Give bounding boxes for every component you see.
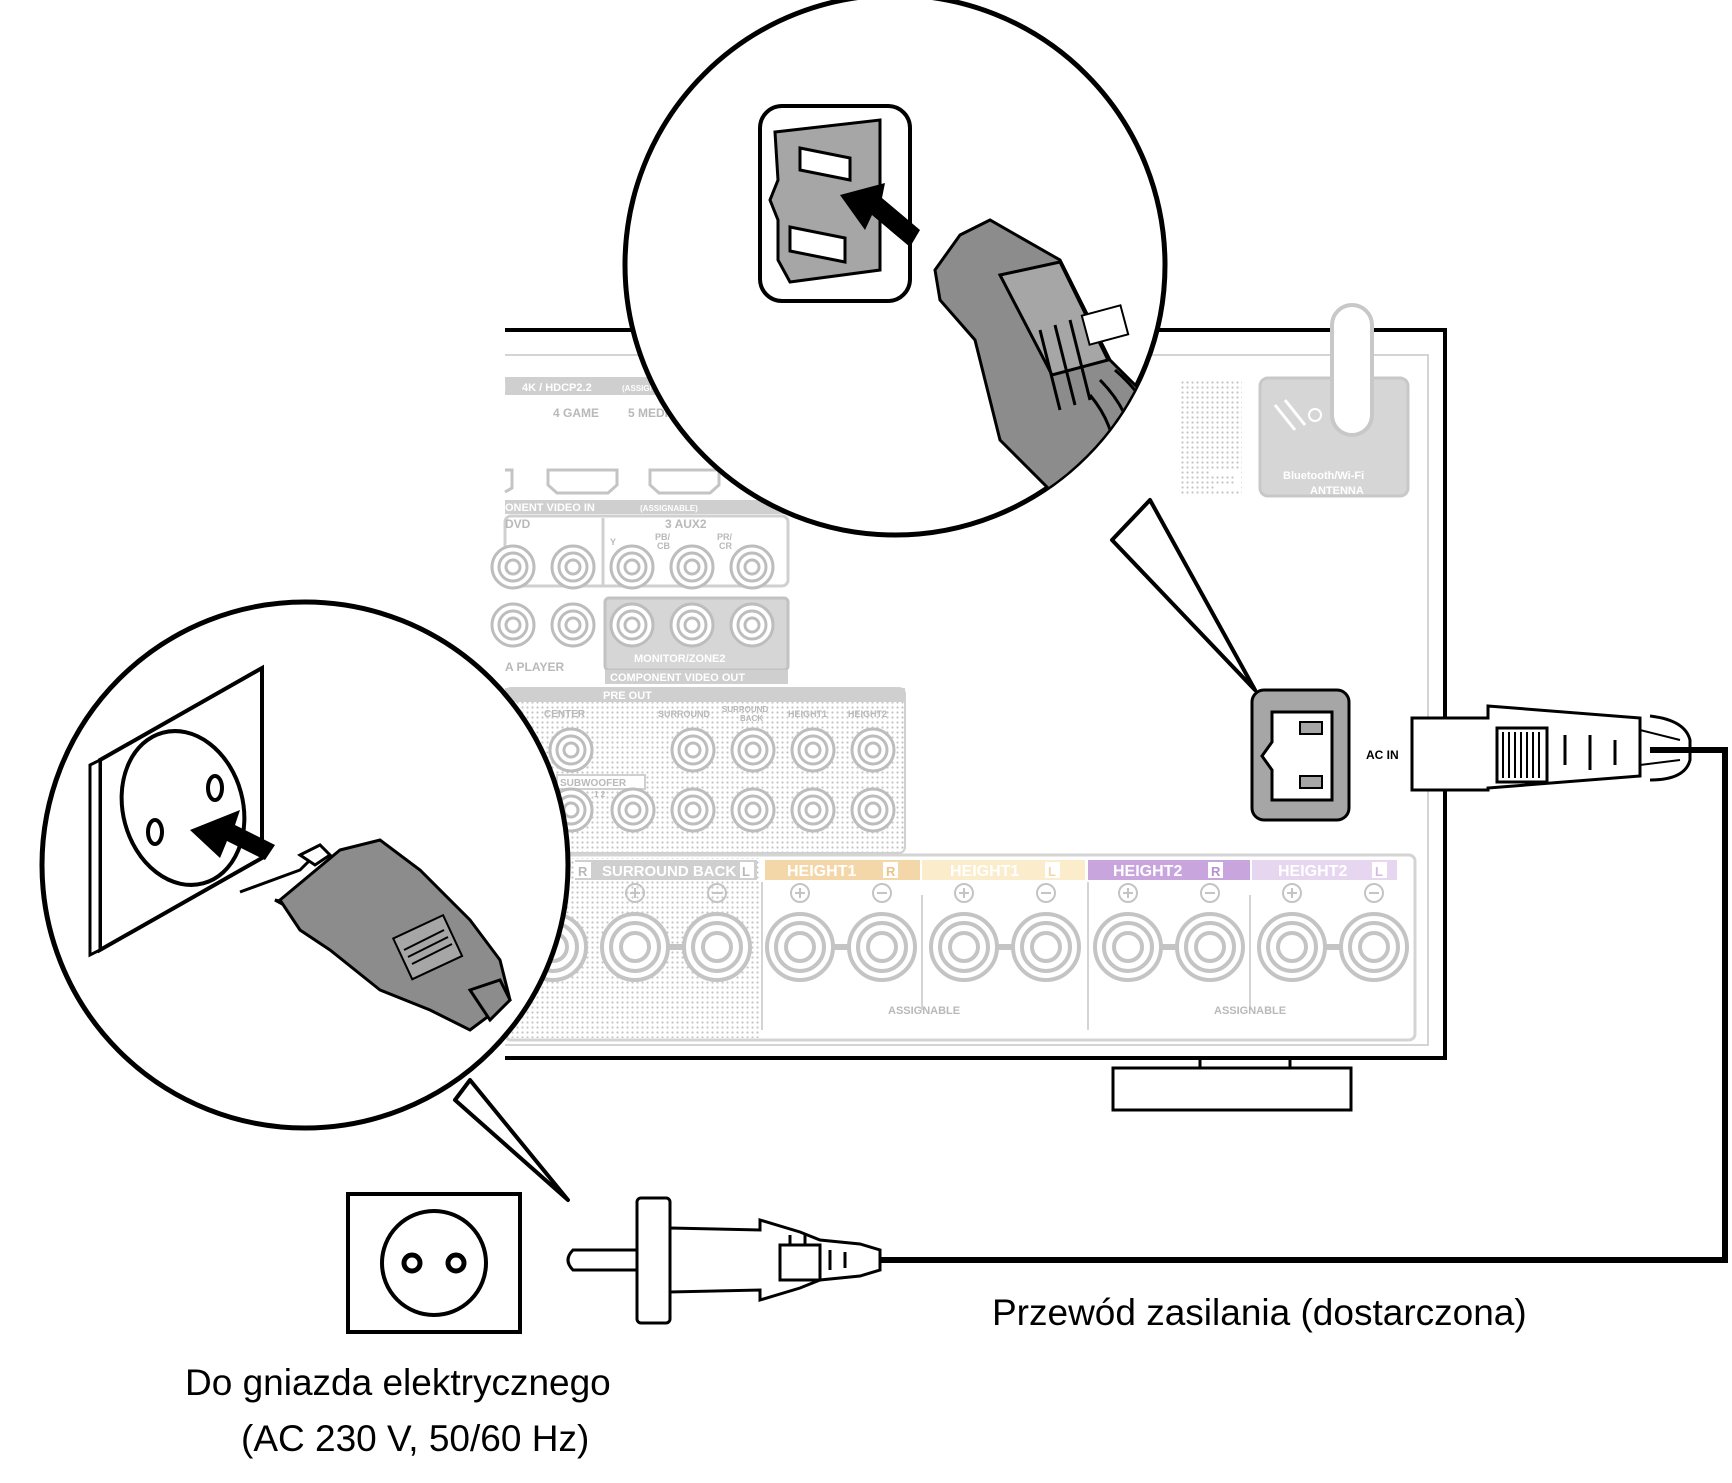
height1-l-label: HEIGHT1 [950,863,1019,880]
height1-l-box: L [1048,864,1056,879]
outlet-caption-line1: Do gniazda elektrycznego [185,1362,611,1403]
speaker-terminal-icon [600,912,670,982]
height2-pre-label: HEIGHT2 [848,709,887,719]
rca-jack-icon [850,727,896,773]
surround-back-l-box: L [742,864,750,879]
subwoofer-label: SUBWOOFER [560,778,627,789]
subwoofer-12-label: 1 2 [594,790,606,799]
hdmi-port-icon [648,468,721,495]
surround-back-band [575,860,757,880]
hdmi-header-label: 4K / HDCP2.2 [522,382,592,394]
surround-back-label-2: BACK [740,714,763,723]
height1-r-box: R [886,864,896,879]
hdmi-game-label: 4 GAME [553,406,599,420]
schuko-plug-icon [566,1196,882,1325]
ac-in-label: AC IN [1366,748,1399,762]
component-y-label: Y [610,537,616,547]
surround-back-label-1: SURROUND [722,705,768,714]
surround-back-spk-label: SURROUND BACK [602,863,736,880]
power-cord-caption: Przewód zasilania (dostarczona) [992,1292,1527,1333]
rca-jack-icon [850,787,896,833]
rca-jack-icon [490,544,536,590]
outlet-caption-line2: (AC 230 V, 50/60 Hz) [241,1418,589,1459]
rca-jack-icon [669,602,715,648]
height2-l-label: HEIGHT2 [1278,863,1347,880]
antenna-label-1: Bluetooth/Wi-Fi [1283,470,1364,482]
height2-l-box: L [1375,864,1383,879]
rca-jack-icon [670,787,716,833]
height1-r-band [765,860,920,880]
component-out-label: COMPONENT VIDEO OUT [610,672,745,684]
monitor-zone2-label: MONITOR/ZONE2 [634,653,725,665]
component-cb-label: CB [657,541,670,551]
hdmi-port-icon [546,468,619,495]
rca-jack-icon [609,544,655,590]
arrow-icon [840,183,920,247]
pre-out-label: PRE OUT [603,690,652,702]
height1-pre-label: HEIGHT1 [788,709,827,719]
component-pr-label: PR/ [717,532,733,542]
wall-socket-magnifier [39,599,571,1202]
component-pb-label: PB/ [655,532,671,542]
speaker-terminal-icon [929,912,999,982]
rca-jack-icon [609,602,655,648]
speaker-terminal-icon [1093,912,1163,982]
speaker-terminal-icon [1011,912,1081,982]
height2-r-box: R [1211,864,1221,879]
schuko-plug-icon [239,838,512,1032]
antenna-rod [1330,303,1374,437]
rca-jack-icon [729,602,775,648]
surround-back-r-box: R [578,864,588,879]
ac-inlet-magnifier [622,0,1257,692]
speaker-terminal-icon [765,912,835,982]
component-in-assignable: (ASSIGNABLE) [640,504,698,513]
assignable-label-2: ASSIGNABLE [1214,1005,1286,1017]
wall-outlet-icon [346,1192,522,1334]
speaker-terminal-icon [1339,912,1409,982]
rca-jack-icon [670,727,716,773]
center-label: CENTER [544,709,586,720]
speaker-terminal-icon [682,912,752,982]
antenna-label-2: ANTENNA [1310,485,1364,497]
height1-r-label: HEIGHT1 [787,863,856,880]
receiver-foot [1111,1066,1353,1112]
height2-r-label: HEIGHT2 [1113,863,1182,880]
power-cord [346,704,1728,1334]
rca-jack-icon [550,602,596,648]
component-in-header [505,500,785,514]
arrow-icon [190,810,275,860]
media-player-label: A PLAYER [505,660,564,674]
rca-jack-icon [548,727,594,773]
rca-jack-icon [610,787,656,833]
component-aux2-label: 3 AUX2 [665,517,707,531]
component-in-label: ONENT VIDEO IN [505,502,595,514]
speaker-terminal-icon [1257,912,1327,982]
rca-jack-icon [729,544,775,590]
speaker-terminal-icon [847,912,917,982]
hdmi-in-label: N [498,382,506,394]
speaker-terminal-icon [1175,912,1245,982]
assignable-label-1: ASSIGNABLE [888,1005,960,1017]
rca-jack-icon [490,602,536,648]
rca-jack-icon [790,727,836,773]
rca-jack-icon [790,787,836,833]
hdmi-assignable-label: (ASSIGNABLE) [622,384,680,393]
rca-jack-icon [730,787,776,833]
rca-jack-icon [550,544,596,590]
height1-l-band [922,860,1085,880]
surround-label: SURROUND [658,709,711,719]
component-cr-label: CR [719,541,732,551]
component-dvd-label: DVD [505,517,531,531]
rca-jack-icon [730,727,776,773]
height2-l-band [1252,860,1397,880]
rca-jack-icon [669,544,715,590]
